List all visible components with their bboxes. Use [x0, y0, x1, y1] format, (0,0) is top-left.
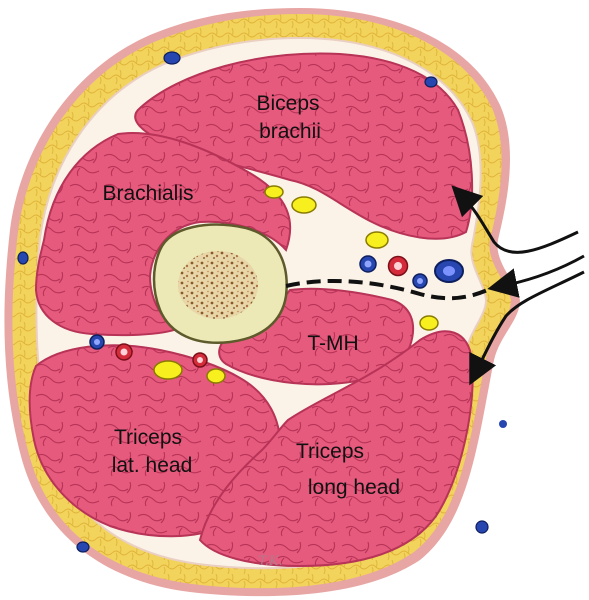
label-biceps-line2: brachii — [259, 120, 321, 143]
bone-marrow — [178, 251, 258, 319]
dashed-incision-icon — [285, 278, 493, 301]
approach-arrow-icon — [451, 185, 585, 386]
label-triceps-lat-line2: lat. head — [112, 454, 193, 477]
label-triceps-long-line2: long head — [308, 476, 400, 499]
artist-signature: T.K. — [258, 554, 283, 569]
brachialis-muscle — [34, 132, 292, 337]
lateral-neurovascular-bundle — [89, 334, 226, 384]
medial-neurovascular-bundle — [264, 185, 464, 331]
subcutaneous-veins — [17, 51, 507, 553]
label-biceps-line1: Biceps — [256, 92, 319, 115]
label-triceps-lat-line1: Triceps — [114, 426, 182, 449]
label-triceps-long-line1: Triceps — [296, 440, 364, 463]
triceps-long-head-muscle — [198, 330, 474, 568]
label-brachialis: Brachialis — [102, 182, 193, 205]
label-tmh: T-MH — [307, 332, 358, 355]
